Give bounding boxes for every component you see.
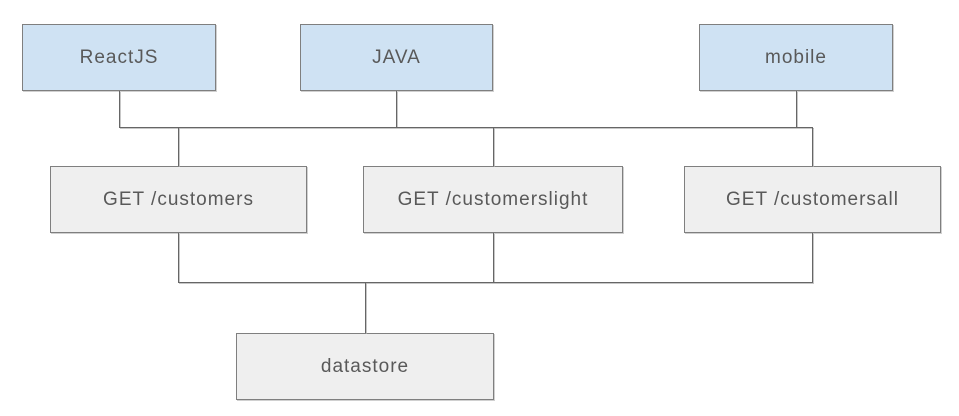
edge-bus-to-customersall: [812, 127, 813, 166]
edge-customerslight-to-bus: [493, 233, 494, 282]
node-mobile: mobile: [699, 24, 893, 91]
edge-customers-to-bus: [178, 233, 179, 282]
node-datastore: datastore: [236, 333, 494, 400]
node-label: datastore: [320, 355, 410, 377]
node-label: mobile: [765, 46, 827, 68]
edge-mobile-to-bus: [796, 91, 797, 127]
node-get-customerslight: GET /customerslight: [363, 166, 623, 233]
edge-customersall-to-bus: [812, 233, 813, 282]
edge-bus-to-customers: [178, 127, 179, 166]
edge-bus-to-datastore: [365, 282, 366, 333]
node-get-customersall: GET /customersall: [684, 166, 941, 233]
node-label: GET /customerslight: [397, 188, 589, 210]
node-label: GET /customersall: [726, 188, 899, 210]
edge-reactjs-to-bus: [119, 91, 120, 127]
node-label: GET /customers: [103, 188, 254, 210]
lower-bus-line: [178, 282, 813, 283]
upper-bus-line: [119, 127, 813, 128]
node-java: JAVA: [300, 24, 493, 91]
edge-bus-to-customerslight: [493, 127, 494, 166]
node-label: JAVA: [372, 46, 421, 68]
node-reactjs: ReactJS: [22, 24, 216, 91]
edge-java-to-bus: [396, 91, 397, 127]
node-get-customers: GET /customers: [50, 166, 307, 233]
node-label: ReactJS: [79, 46, 159, 68]
